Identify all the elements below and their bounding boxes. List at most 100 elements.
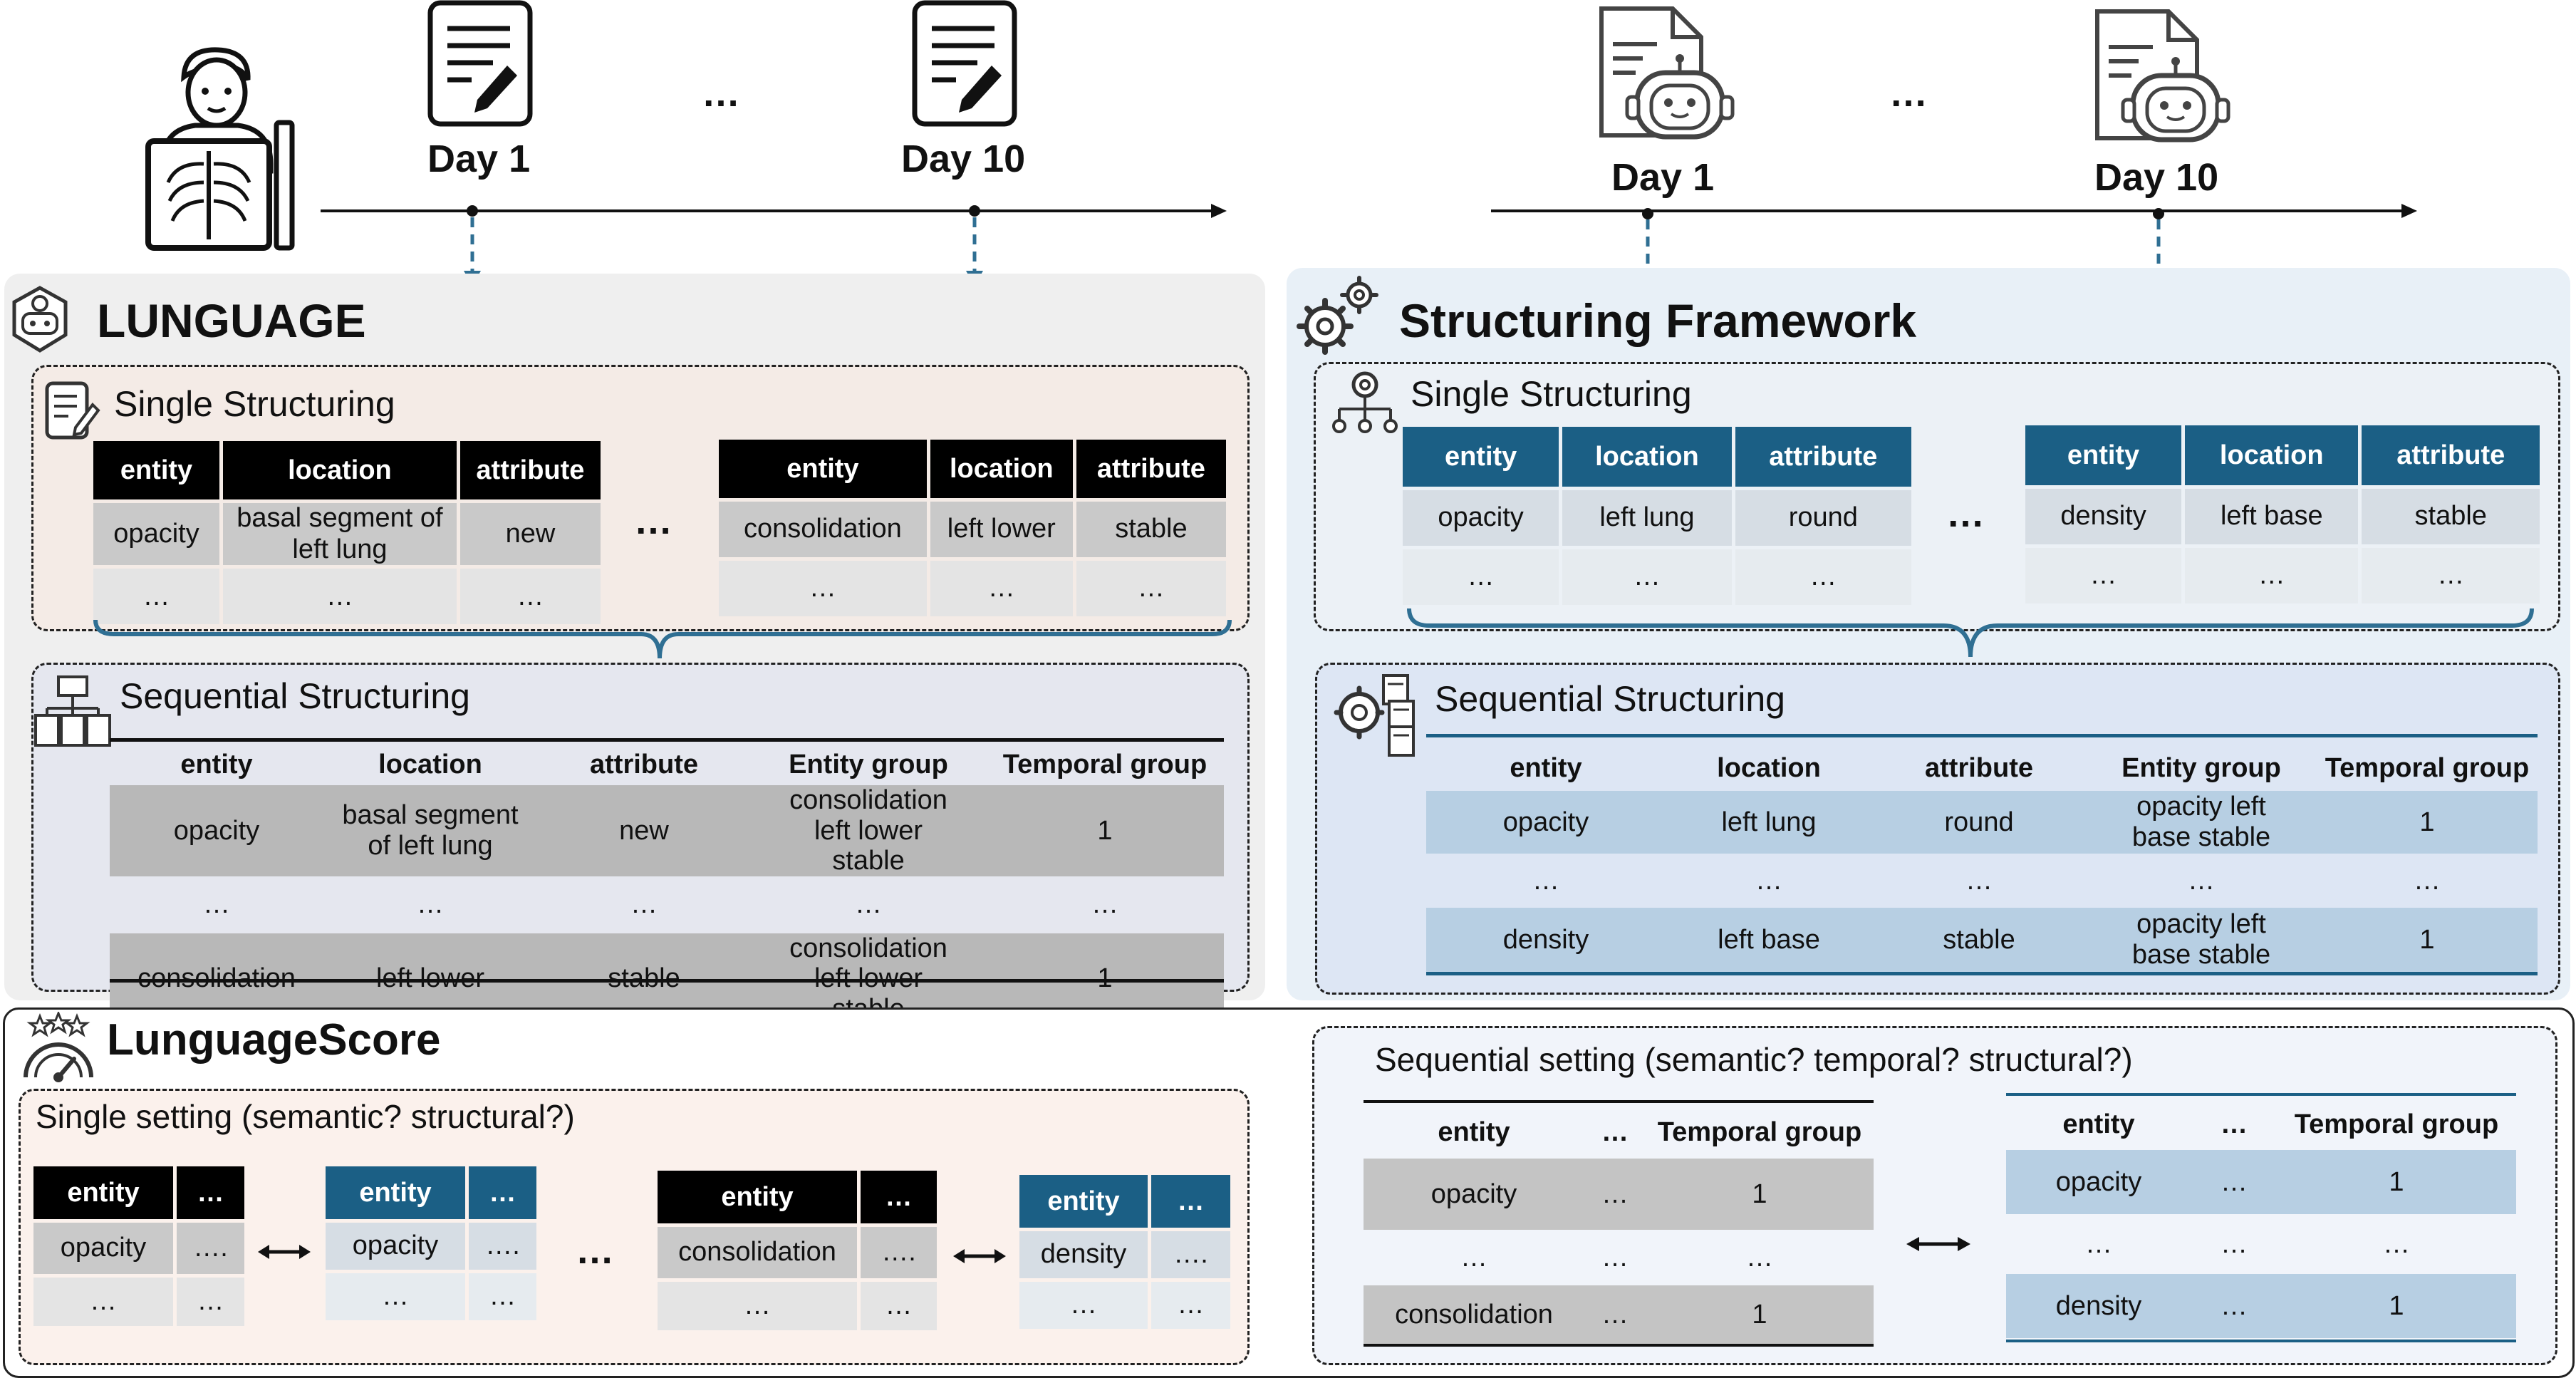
table-cell: … xyxy=(2414,865,2441,896)
gauge-stars-icon xyxy=(24,1012,93,1082)
single-setting-ellipsis: … xyxy=(576,1229,614,1272)
table-cell: … xyxy=(1746,1242,1773,1273)
sequential-setting-label: Sequential setting (semantic? temporal? … xyxy=(1375,1041,2133,1078)
table-cell: … xyxy=(1091,889,1118,920)
single-setting-table-ref-2: entity… consolidation…. …… xyxy=(654,1167,940,1334)
table-cell: left lower xyxy=(930,502,1073,557)
header-entity: entity xyxy=(2062,1109,2135,1139)
header-more: … xyxy=(177,1166,244,1219)
double-arrow-icon xyxy=(953,1249,1006,1263)
table-cell: …. xyxy=(177,1223,244,1274)
table-cell: … xyxy=(177,1278,244,1326)
table-cell: stable xyxy=(1076,502,1226,557)
lunguage-brace xyxy=(93,619,1232,659)
header-entity: entity xyxy=(2025,425,2182,485)
table-cell: opacity left base stable xyxy=(2131,909,2271,970)
framework-brace xyxy=(1407,608,2534,658)
sequential-setting-table-pred: entity … Temporal group opacity … 1 … … … xyxy=(2006,1099,2516,1338)
single-setting-table-ref-1: entity… opacity…. …… xyxy=(30,1163,248,1330)
table-cell: basal segment of left lung xyxy=(342,800,519,861)
header-location: location xyxy=(223,441,457,499)
table-cell: … xyxy=(1735,549,1911,605)
table-row: opacity … 1 xyxy=(1364,1159,1874,1230)
table-cell: left base xyxy=(2185,489,2359,544)
table-cell: … xyxy=(1403,549,1559,605)
header-entity: entity xyxy=(326,1166,465,1219)
table-cell: … xyxy=(2362,548,2540,603)
divider xyxy=(2006,1093,2516,1096)
hierarchy-gear-icon xyxy=(1332,371,1398,433)
note-pen-icon xyxy=(45,381,100,440)
framework-single-ellipsis: … xyxy=(1946,492,1985,535)
divider xyxy=(110,738,1224,742)
header-more: … xyxy=(861,1171,937,1223)
lunguage-single-label: Single Structuring xyxy=(114,384,395,424)
table-cell: … xyxy=(1601,1242,1629,1273)
header-entity: entity xyxy=(1510,752,1582,783)
table-cell: opacity xyxy=(173,815,260,846)
table-cell: 1 xyxy=(2419,807,2435,837)
left-timeline-tick-day1 xyxy=(467,205,478,217)
header-location: location xyxy=(1717,752,1821,783)
table-cell: density xyxy=(2055,1290,2142,1321)
table-row: opacity left lung round opacity left bas… xyxy=(1426,791,2538,854)
lunguage-single-ellipsis: … xyxy=(634,499,672,542)
right-timeline-ellipsis: … xyxy=(1889,72,1928,115)
right-day-last-label: Day 10 xyxy=(2094,156,2219,199)
framework-single-label: Single Structuring xyxy=(1411,374,1692,414)
table-cell: … xyxy=(2221,1166,2248,1197)
lunguage-sequential-box xyxy=(31,663,1250,992)
table-cell: left lower xyxy=(323,933,537,1025)
table-row: opacity … 1 xyxy=(2006,1150,2516,1214)
table-cell: round xyxy=(1944,807,2014,837)
table-cell: … xyxy=(1755,865,1782,896)
table-cell: left lung xyxy=(1721,807,1817,837)
right-day-first-label: Day 1 xyxy=(1611,156,1715,199)
header-temporal-group: Temporal group xyxy=(2325,752,2530,783)
left-day-first-label: Day 1 xyxy=(427,138,531,180)
table-cell: basal segment of left lung xyxy=(223,503,457,566)
divider xyxy=(110,979,1224,983)
framework-single-table-day1: entity location attribute opacity left l… xyxy=(1399,423,1915,608)
report-pen-icon xyxy=(427,0,533,127)
lunguage-title: LUNGUAGE xyxy=(97,294,366,347)
table-cell: … xyxy=(2221,1290,2248,1321)
table-cell: consolidation xyxy=(1395,1299,1553,1330)
table-cell: … xyxy=(1965,865,1993,896)
report-robot-icon xyxy=(1599,6,1735,140)
header-entity: entity xyxy=(658,1171,857,1223)
single-setting-table-pred-2: entity… density…. …… xyxy=(1016,1171,1234,1332)
right-timeline-tick-day1 xyxy=(1642,208,1653,219)
single-setting-table-pred-1: entity… opacity…. …… xyxy=(322,1163,540,1324)
header-entity: entity xyxy=(1438,1117,1510,1147)
table-row: … … … xyxy=(2006,1214,2516,1274)
table-cell: … xyxy=(1076,561,1226,616)
table-cell: … xyxy=(2025,548,2182,603)
table-cell: opacity xyxy=(2055,1166,2142,1197)
table-cell: 1 xyxy=(2419,924,2435,955)
table-cell: … xyxy=(417,889,444,920)
table-cell: … xyxy=(1601,1178,1629,1209)
table-cell: opacity left base stable xyxy=(2131,792,2271,852)
table-cell: … xyxy=(1019,1282,1148,1329)
header-attribute: attribute xyxy=(1925,752,2033,783)
header-entity: entity xyxy=(1019,1175,1148,1228)
lunguage-single-table-day1: entity location attribute opacity basal … xyxy=(90,437,604,628)
table-row: density … 1 xyxy=(2006,1274,2516,1338)
table-cell: opacity xyxy=(33,1223,173,1274)
gears-icon xyxy=(1297,276,1378,355)
table-row: consolidation … 1 xyxy=(1364,1285,1874,1344)
framework-title: Structuring Framework xyxy=(1399,294,1917,347)
table-cell: density xyxy=(1502,924,1589,955)
framework-sequential-label: Sequential Structuring xyxy=(1435,679,1785,719)
table-cell: … xyxy=(1532,865,1559,896)
header-location: location xyxy=(930,440,1073,498)
header-more: … xyxy=(469,1166,536,1219)
table-cell: … xyxy=(326,1273,465,1320)
table-cell: … xyxy=(223,569,457,625)
table-row: … … … xyxy=(1364,1230,1874,1285)
table-cell: 1 xyxy=(1752,1299,1767,1330)
header-location: location xyxy=(2185,425,2359,485)
header-entity: entity xyxy=(719,440,927,498)
